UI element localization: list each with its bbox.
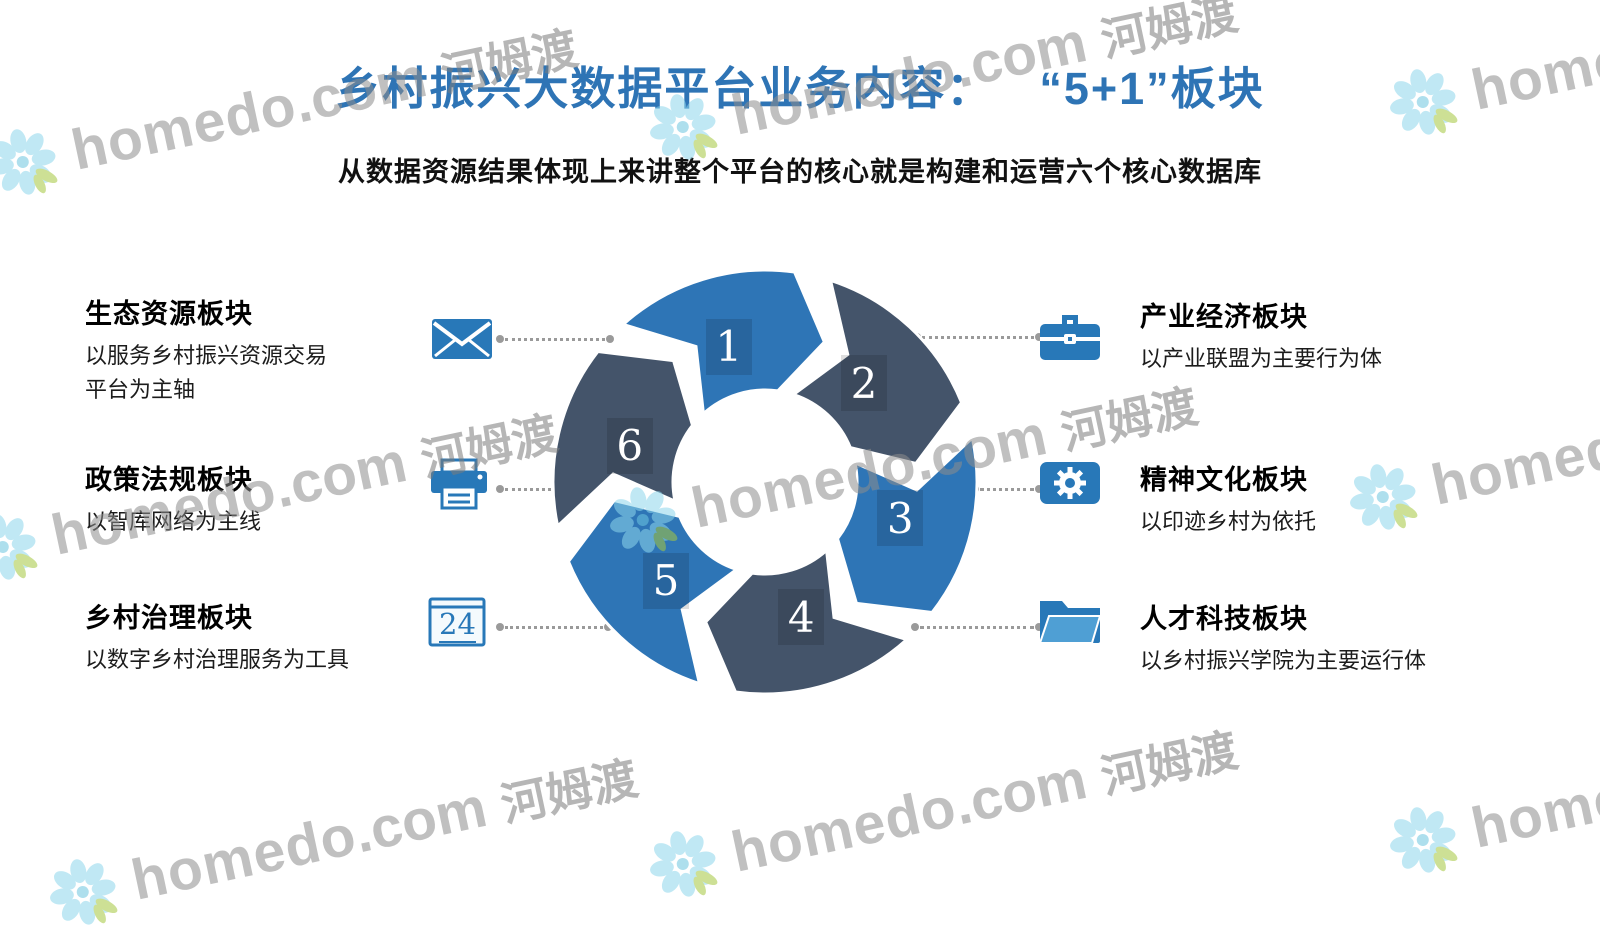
block-desc: 以乡村振兴学院为主要运行体 (1140, 648, 1427, 673)
cycle-number-6: 6 (606, 417, 653, 474)
cycle-arrow-segment-1 (620, 268, 827, 417)
block-title: 人才科技板块 (1140, 604, 1308, 634)
block-desc: 以印迹乡村为依托 (1140, 509, 1317, 534)
block-industry: 产业经济板块 以产业联盟为主要行为体 (1140, 295, 1560, 376)
cycle-diagram (551, 268, 979, 696)
cycle-number-3: 3 (877, 490, 924, 547)
cycle-number-1: 1 (705, 318, 752, 375)
calendar-number: 24 (439, 607, 476, 643)
cycle-arrow-segment-2 (790, 278, 964, 466)
title-highlight: “5+1”板块 (1039, 63, 1265, 114)
folder-icon (1038, 596, 1102, 653)
connector-line (496, 335, 614, 343)
block-culture: 精神文化板块 以印迹乡村为依托 (1140, 458, 1560, 539)
block-title: 产业经济板块 (1140, 302, 1308, 332)
block-talent: 人才科技板块 以乡村振兴学院为主要运行体 (1140, 597, 1580, 678)
block-governance: 乡村治理板块 以数字乡村治理服务为工具 (85, 596, 415, 677)
block-title: 生态资源板块 (85, 299, 253, 329)
block-title: 精神文化板块 (1140, 465, 1308, 495)
block-eco-resources: 生态资源板块 以服务乡村振兴资源交易平台为主轴 (85, 292, 343, 407)
page-title: 乡村振兴大数据平台业务内容： “5+1”板块 (0, 52, 1600, 117)
connector-line (496, 623, 612, 631)
block-desc: 以智库网络为主线 (85, 509, 262, 534)
cycle-arrow-segment-4 (703, 547, 910, 696)
block-title: 政策法规板块 (85, 465, 253, 495)
mail-icon (430, 316, 494, 367)
block-policy: 政策法规板块 以智库网络为主线 (85, 458, 385, 539)
block-desc: 以数字乡村治理服务为工具 (85, 647, 350, 672)
cycle-number-2: 2 (840, 355, 887, 411)
page-subtitle: 从数据资源结果体现上来讲整个平台的核心就是构建和运营六个核心数据库 (338, 157, 1262, 187)
title-text: 乡村振兴大数据平台业务内容： (335, 63, 994, 114)
cycle-number-5: 5 (643, 552, 689, 609)
block-desc: 以服务乡村振兴资源交易平台为主轴 (85, 343, 328, 403)
cycle-arrow-segment-3 (835, 435, 979, 615)
briefcase-icon (1038, 312, 1102, 369)
connector-line (911, 623, 1043, 631)
printer-icon (428, 458, 490, 517)
block-title: 乡村治理板块 (85, 603, 253, 633)
cycle-number-4: 4 (778, 589, 825, 646)
calendar-icon: 24 (428, 596, 486, 653)
gear-icon (1038, 460, 1102, 511)
block-desc: 以产业联盟为主要行为体 (1140, 346, 1383, 371)
